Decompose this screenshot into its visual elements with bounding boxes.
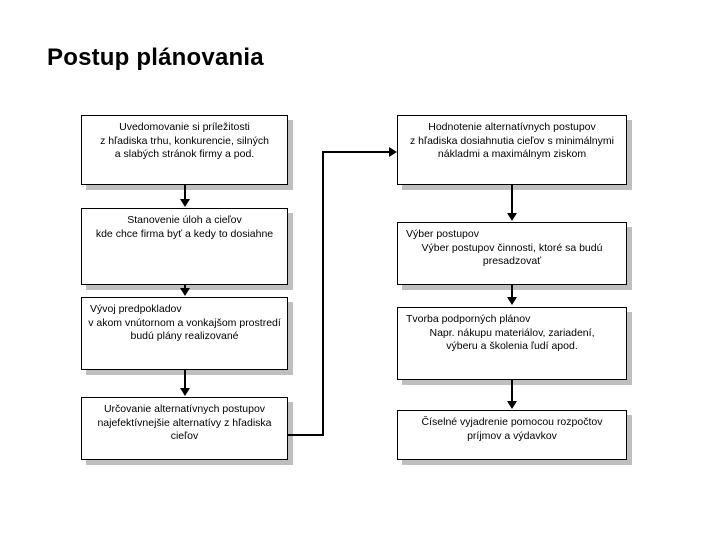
box-text-line: a slabých stránok firmy a pod. [114,148,255,160]
box-body [81,208,288,285]
flow-box-tvorba[interactable]: Tvorba podporných plánov Napr. nákupu ma… [397,307,632,385]
box-text-line: z hľadiska trhu, konkurencie, silných [100,134,269,147]
arrow-head-down [507,297,517,305]
box-text-line: v akom vnútornom a vonkajšom prostredí [88,316,281,329]
box-text-line: Stanovenie úloh a cieľov [127,214,242,226]
box-text: Výber postupov Výber postupov činnosti, … [397,228,627,269]
connector-tvorba-to-ciselne [511,380,513,402]
arrow-head-down [507,401,517,409]
box-body [397,222,627,285]
box-text: Stanovenie úloh a cieľov kde chce firma … [81,214,288,241]
box-body [81,115,288,185]
connector-stanovenie-to-vyvoj [184,285,186,290]
connector-hodnotenie-to-vyber [511,185,513,214]
flow-box-vyber[interactable]: Výber postupov Výber postupov činnosti, … [397,222,632,290]
box-text-line: nákladmi a maximálnym ziskom [437,148,587,160]
connector-uvedomovanie-to-stanovenie [184,185,186,201]
box-text-line: Hodnotenie alternatívnych postupov [428,121,596,133]
box-body [397,410,627,460]
box-body [81,297,288,370]
arrow-head-down [180,388,190,396]
box-text-line: z hľadiska dosiahnutia cieľov s minimáln… [410,134,614,147]
arrow-head-down [180,199,190,207]
box-text-line: Určovanie alternatívnych postupov [103,403,266,415]
arrow-head-down [180,288,190,296]
arrow-head-right [389,147,397,157]
box-text-line: Číselné vyjadrenie pomocou rozpočtov [421,416,603,428]
arrow-head-down [507,213,517,221]
flow-box-ciselne[interactable]: Číselné vyjadrenie pomocou rozpočtov prí… [397,410,632,465]
box-text-line: príjmov a výdavkov [467,429,557,442]
flow-box-urcovanie[interactable]: Určovanie alternatívnych postupov najefe… [81,397,293,465]
flow-box-stanovenie[interactable]: Stanovenie úloh a cieľov kde chce firma … [81,208,293,290]
box-text-line: najefektívnejšie alternatívy z hľadiska [97,416,272,429]
flow-box-vyvoj[interactable]: Vývoj predpokladov v akom vnútornom a vo… [81,297,293,375]
box-text: Vývoj predpokladov v akom vnútornom a vo… [81,303,288,344]
page-title: Postup plánovania [47,44,264,71]
box-body [397,115,627,185]
box-text: Tvorba podporných plánov Napr. nákupu ma… [397,313,627,354]
box-text-line: výberu a školenia ľudí apod. [446,340,578,352]
box-text-line: Napr. nákupu materiálov, zariadení, [429,326,595,339]
box-text-line: kde chce firma byť a kedy to dosiahne [95,227,274,240]
connector-vyber-to-tvorba [511,285,513,298]
connector-riser-vertical [322,152,324,436]
box-text-line: Vývoj predpokladov [90,303,182,315]
connector-vyvoj-to-urcovanie [184,370,186,389]
box-text: Určovanie alternatívnych postupov najefe… [81,403,288,444]
box-text-line: presadzovať [482,255,542,267]
box-text-line: Výber postupov činnosti, ktoré sa budú [421,241,603,254]
box-text-line: cieľov [170,430,199,442]
box-text-line: Uvedomovanie si príležitosti [119,121,250,133]
box-text: Číselné vyjadrenie pomocou rozpočtov prí… [397,416,627,443]
box-text: Hodnotenie alternatívnych postupov z hľa… [397,121,627,162]
box-body [81,397,288,460]
flow-box-hodnotenie[interactable]: Hodnotenie alternatívnych postupov z hľa… [397,115,632,190]
flow-box-uvedomovanie[interactable]: Uvedomovanie si príležitosti z hľadiska … [81,115,293,190]
box-text: Uvedomovanie si príležitosti z hľadiska … [81,121,288,162]
box-text-line: Tvorba podporných plánov [406,313,531,325]
connector-riser-to-hodnotenie [322,151,390,153]
connector-urcovanie-to-riser [288,434,324,436]
box-text-line: budú plány realizované [130,330,239,342]
box-text-line: Výber postupov [406,228,479,240]
box-body [397,307,627,380]
